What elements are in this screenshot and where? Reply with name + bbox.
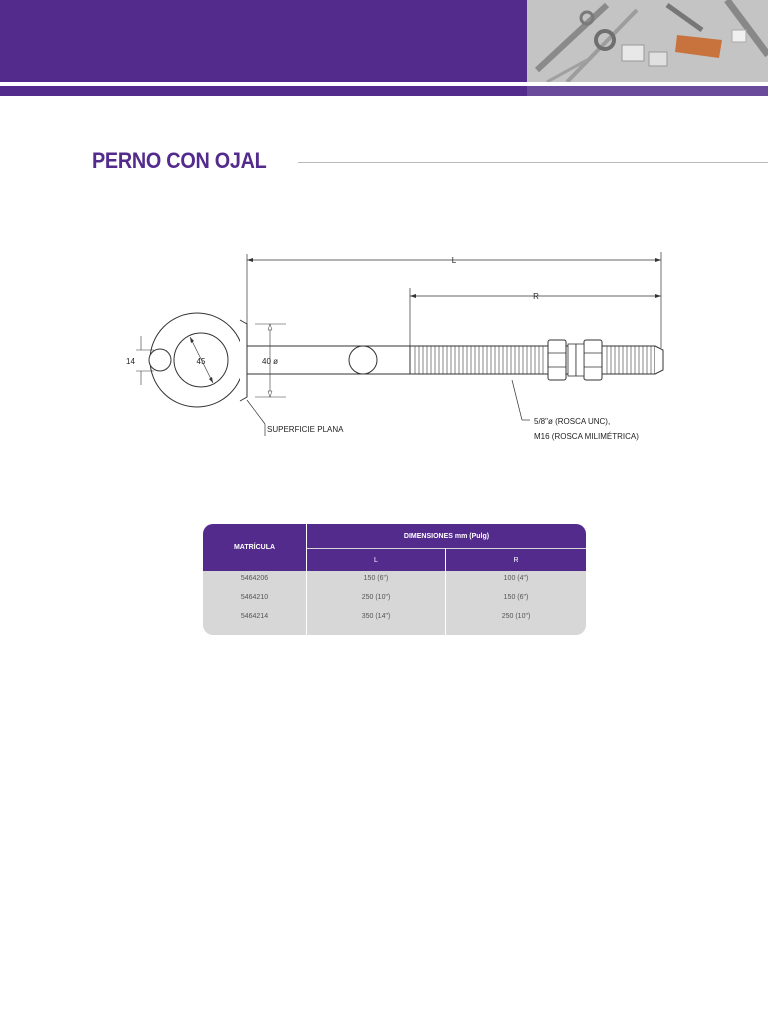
column-divider [306, 524, 307, 635]
header-matricula: MATRÍCULA [203, 524, 306, 571]
eye-diameter-label: 45 [197, 357, 206, 366]
dimension-r-label: R [533, 292, 539, 301]
cell-r: 250 (10") [501, 613, 531, 620]
cell-l: 350 (14") [361, 613, 391, 620]
cell-r: 100 (4") [503, 575, 529, 582]
header-photo-strip [527, 86, 768, 96]
header-separator [0, 82, 768, 86]
dimension-l-label: L [452, 256, 457, 265]
table-body: 5464206 150 (6") 100 (4") 5464210 250 (1… [203, 571, 586, 628]
table-row: 5464210 250 (10") 150 (6") [203, 590, 586, 609]
eye-bolt-drawing: L R 45 14 40 ø [126, 252, 664, 441]
header-dimensiones: DIMENSIONES mm (Pulg) [307, 524, 586, 548]
cell-matricula: 5464206 [240, 575, 269, 582]
thread-spec-line-2: M16 (ROSCA MILIMÉTRICA) [534, 432, 639, 441]
cell-l: 150 (6") [363, 575, 389, 582]
dimensions-table: MATRÍCULA DIMENSIONES mm (Pulg) L R 5464… [203, 524, 586, 635]
shank-diameter-label: 40 ø [262, 357, 278, 366]
column-divider [445, 548, 446, 635]
header-bottom-bar [0, 86, 768, 96]
header-hardware-photo [527, 0, 768, 82]
header-l: L [307, 549, 445, 571]
cell-matricula: 5464210 [240, 594, 269, 601]
header-r: R [446, 549, 586, 571]
cell-l: 250 (10") [361, 594, 391, 601]
hardware-photo-illustration [527, 0, 768, 82]
thread-spec-line-1: 5/8"ø (ROSCA UNC), [534, 417, 610, 426]
cell-r: 150 (6") [503, 594, 529, 601]
flat-surface-label: SUPERFICIE PLANA [267, 425, 344, 434]
page-title: PERNO CON OJAL [92, 148, 267, 173]
eye-width-label: 14 [126, 357, 135, 366]
table-row: 5464206 150 (6") 100 (4") [203, 571, 586, 590]
table-row: 5464214 350 (14") 250 (10") [203, 609, 586, 628]
title-rule [298, 162, 768, 163]
cell-matricula: 5464214 [240, 613, 269, 620]
